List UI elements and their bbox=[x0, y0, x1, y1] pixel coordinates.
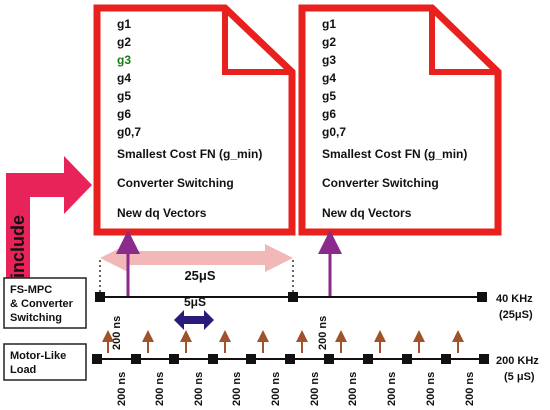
doc1-line-2: g3 bbox=[117, 53, 131, 67]
fs-mpc-pulse-0 bbox=[95, 292, 105, 302]
motor-pulse-4 bbox=[246, 354, 256, 364]
doc1-line-4: g5 bbox=[117, 89, 131, 103]
doc2-line-3: g4 bbox=[322, 71, 336, 85]
motor-pulse-0 bbox=[92, 354, 102, 364]
doc2-row-2: New dq Vectors bbox=[322, 206, 412, 220]
fs-mpc-freq-label: 40 KHz bbox=[496, 293, 533, 305]
include-label: include bbox=[8, 215, 28, 278]
motor-pulse-10 bbox=[479, 354, 489, 364]
motor-pulse-label-7: 200 ns bbox=[386, 372, 398, 406]
fs-mpc-label-box: FS-MPC & Converter Switching bbox=[3, 277, 87, 329]
doc2-line-1: g2 bbox=[322, 35, 336, 49]
motor-pulse-label-8: 200 ns bbox=[425, 372, 437, 406]
doc1-line-1: g2 bbox=[117, 35, 131, 49]
motor-pulse-label-4: 200 ns bbox=[270, 372, 282, 406]
fs-mpc-pulse-2 bbox=[477, 292, 487, 302]
doc1-row-1: Converter Switching bbox=[117, 176, 234, 190]
fs-mpc-pulse-label-0: 200 ns bbox=[111, 316, 123, 350]
motor-period-arrow: 5μS bbox=[174, 295, 214, 330]
motor-label-box: Motor-Like Load bbox=[3, 343, 87, 381]
motor-freq-label: 200 KHz bbox=[496, 355, 539, 367]
doc1-line-6: g0,7 bbox=[117, 125, 141, 139]
document-2: g1 g2 g3 g4 g5 g6 g0,7 Smallest Cost FN … bbox=[298, 4, 502, 236]
motor-pulse-label-6: 200 ns bbox=[347, 372, 359, 406]
doc1-row-0: Smallest Cost FN (g_min) bbox=[117, 147, 262, 161]
fs-mpc-period-note: (25μS) bbox=[499, 309, 533, 321]
doc2-line-5: g6 bbox=[322, 107, 336, 121]
fs-mpc-label-line-2: Switching bbox=[10, 312, 62, 324]
motor-pulse-1 bbox=[131, 354, 141, 364]
motor-label-line-0: Motor-Like bbox=[10, 350, 66, 362]
doc1-line-3: g4 bbox=[117, 71, 131, 85]
motor-pulse-label-2: 200 ns bbox=[193, 372, 205, 406]
motor-timeline: 200 KHz (5 μS) 200 ns 200 ns 200 ns 200 ns 2… bbox=[92, 330, 539, 406]
motor-pulse-label-5: 200 ns bbox=[309, 372, 321, 406]
doc1-line-0: g1 bbox=[117, 17, 131, 31]
motor-pulse-9 bbox=[441, 354, 451, 364]
motor-pulse-3 bbox=[208, 354, 218, 364]
include-arrow: include bbox=[6, 156, 92, 278]
motor-label-line-1: Load bbox=[10, 364, 36, 376]
motor-pulse-5 bbox=[285, 354, 295, 364]
doc2-line-6: g0,7 bbox=[322, 125, 346, 139]
fs-mpc-pulse-label-1: 200 ns bbox=[317, 316, 329, 350]
motor-period-note: (5 μS) bbox=[504, 371, 535, 383]
motor-pulse-7 bbox=[363, 354, 373, 364]
fs-mpc-label-line-1: & Converter bbox=[10, 298, 74, 310]
motor-pulse-2 bbox=[169, 354, 179, 364]
motor-period-label: 5μS bbox=[184, 295, 206, 309]
doc1-row-2: New dq Vectors bbox=[117, 206, 207, 220]
doc2-row-1: Converter Switching bbox=[322, 176, 439, 190]
motor-pulse-label-9: 200 ns bbox=[464, 372, 476, 406]
motor-pulse-label-3: 200 ns bbox=[231, 372, 243, 406]
motor-pulse-label-0: 200 ns bbox=[116, 372, 128, 406]
doc2-row-0: Smallest Cost FN (g_min) bbox=[322, 147, 467, 161]
doc2-line-2: g3 bbox=[322, 53, 336, 67]
doc2-line-0: g1 bbox=[322, 17, 336, 31]
document-1: g1 g2 g3 g4 g5 g6 g0,7 Smallest Cost FN … bbox=[93, 4, 296, 236]
period-label: 25μS bbox=[184, 268, 215, 283]
motor-pulse-6 bbox=[324, 354, 334, 364]
fs-mpc-pulse-1 bbox=[288, 292, 298, 302]
motor-pulse-8 bbox=[402, 354, 412, 364]
motor-pulse-label-1: 200 ns bbox=[154, 372, 166, 406]
doc1-line-5: g6 bbox=[117, 107, 131, 121]
fs-mpc-timeline: 200 ns 200 ns 40 KHz (25μS) bbox=[95, 292, 533, 350]
fs-mpc-label-line-0: FS-MPC bbox=[10, 284, 52, 296]
period-arrow: 25μS bbox=[100, 244, 293, 283]
doc2-line-4: g5 bbox=[322, 89, 336, 103]
